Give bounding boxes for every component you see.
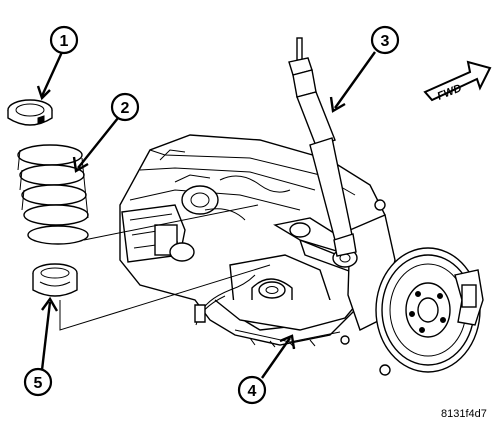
brake-rotor-assembly (375, 247, 484, 373)
leader-5-arrow (41, 296, 59, 312)
reference-code: 8131f4d7 (441, 408, 487, 420)
isolator-to-axle-line (59, 264, 271, 331)
coil-spring (17, 144, 89, 245)
callout-1: 1 (49, 25, 79, 55)
spring-to-axle-line (83, 204, 259, 241)
svg-text:2: 2 (121, 100, 130, 117)
svg-text:3: 3 (381, 33, 390, 50)
leader-2 (77, 117, 119, 169)
shock-absorber (288, 37, 358, 268)
callout-5: 5 (23, 367, 53, 397)
leader-3-arrow (329, 96, 346, 113)
leader-1-arrow (36, 85, 51, 101)
rear-axle-assembly (119, 134, 396, 376)
svg-text:4: 4 (248, 383, 257, 400)
svg-text:5: 5 (34, 375, 43, 392)
callout-3: 3 (370, 25, 400, 55)
leader-3 (334, 51, 376, 109)
svg-text:1: 1 (60, 33, 69, 50)
upper-spring-isolator (7, 99, 53, 126)
leader-4 (261, 337, 291, 379)
leader-1 (40, 51, 64, 97)
fwd-arrow-icon: FWD (423, 60, 492, 103)
lower-spring-isolator (32, 263, 78, 297)
callout-2: 2 (110, 92, 140, 122)
leader-2-arrow (72, 156, 89, 173)
leader-5 (40, 301, 52, 371)
callout-4: 4 (237, 375, 267, 405)
leader-4-arrow (279, 334, 296, 350)
